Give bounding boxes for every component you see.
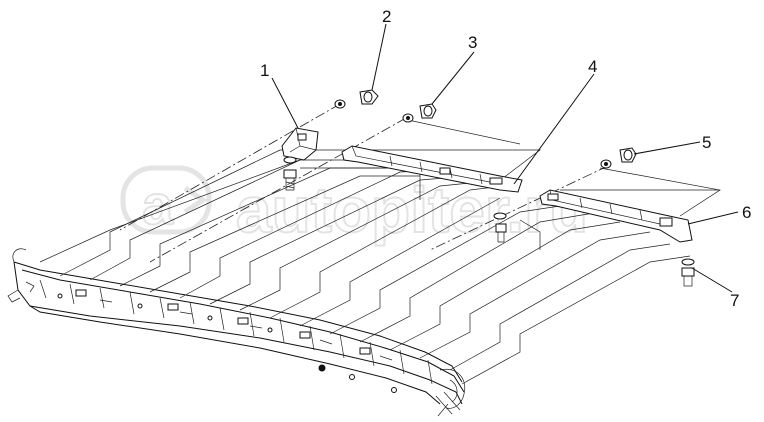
callout-6: 6 — [742, 203, 751, 222]
center-lines — [119, 103, 609, 263]
callout-3: 3 — [468, 33, 477, 52]
callout-7: 7 — [730, 291, 739, 310]
part-1-bracket — [281, 127, 319, 191]
callout-1: 1 — [260, 61, 269, 80]
part-2-nut — [334, 89, 379, 109]
callout-4: 4 — [588, 57, 597, 76]
part-5-nut — [600, 147, 637, 169]
part-6-bracket — [539, 189, 695, 287]
part-3-nut — [402, 103, 437, 123]
svg-text:a: a — [142, 173, 174, 236]
callout-5: 5 — [702, 133, 711, 152]
part-4-bracket — [341, 145, 523, 243]
leader-lines — [271, 23, 739, 293]
callout-labels: 1 2 3 4 5 6 7 — [260, 7, 751, 310]
main-beam-assembly — [7, 248, 466, 417]
watermark-logo-icon: a — [120, 165, 212, 237]
callout-2: 2 — [382, 7, 391, 26]
